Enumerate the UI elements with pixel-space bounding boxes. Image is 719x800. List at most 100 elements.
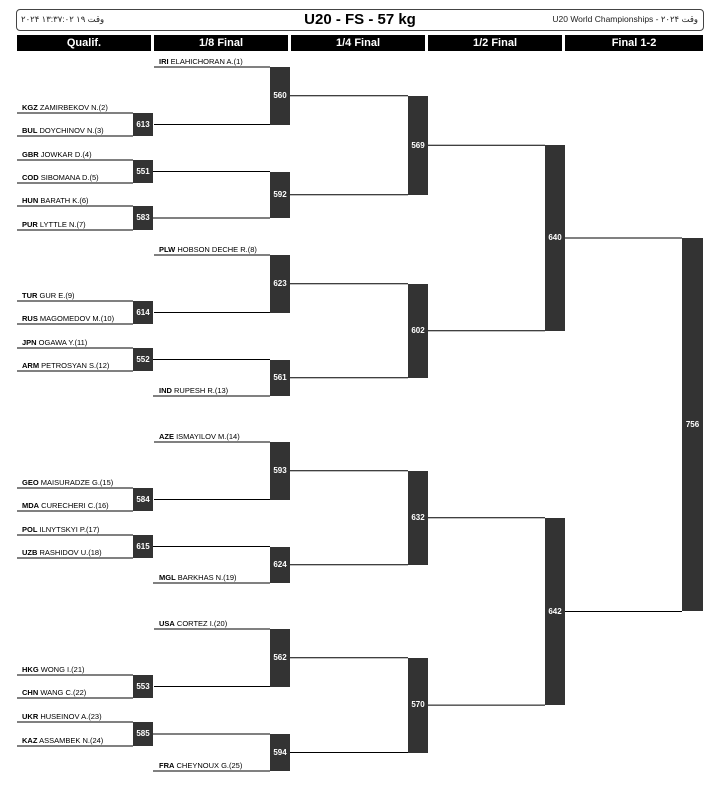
athlete-country: GEO — [22, 478, 39, 487]
athlete-entry: HUN BARATH K.(6) — [22, 196, 89, 205]
athlete-name: ZAMIRBEKOV N.(2) — [37, 103, 108, 112]
athlete-country: KGZ — [22, 103, 38, 112]
athlete-country: COD — [22, 173, 39, 182]
athlete-country: IND — [159, 386, 172, 395]
athlete-entry: JPN OGAWA Y.(11) — [22, 338, 87, 347]
round-header-final: Final 1-2 — [565, 35, 703, 51]
match-number: 583 — [133, 206, 153, 230]
athlete-entry: KGZ ZAMIRBEKOV N.(2) — [22, 103, 108, 112]
athlete-entry: GBR JOWKAR D.(4) — [22, 150, 92, 159]
athlete-entry: MGL BARKHAS N.(19) — [159, 573, 237, 582]
match-number: 562 — [270, 629, 290, 687]
athlete-name: RASHIDOV U.(18) — [37, 548, 102, 557]
event-header: وقت ۱۹ ۱۳:۳۷:۰۲ ۲۰۲۴ U20 - FS - 57 kg U2… — [16, 9, 704, 31]
athlete-entry: KAZ ASSAMBEK N.(24) — [22, 736, 103, 745]
athlete-name: CORTEZ I.(20) — [174, 619, 228, 628]
athlete-name: CURECHERI C.(16) — [39, 501, 109, 510]
athlete-country: IRI — [159, 57, 169, 66]
match-number: 756 — [682, 238, 703, 612]
athlete-name: SIBOMANA D.(5) — [38, 173, 99, 182]
athlete-name: MAISURADZE G.(15) — [38, 478, 114, 487]
header-date: وقت ۱۹ ۱۳:۳۷:۰۲ ۲۰۲۴ — [21, 14, 105, 24]
athlete-entry: PLW HOBSON DECHE R.(8) — [159, 245, 257, 254]
athlete-country: BUL — [22, 126, 38, 135]
match-number: 602 — [408, 283, 428, 378]
match-number: 584 — [133, 488, 153, 511]
athlete-name: MAGOMEDOV M.(10) — [37, 314, 115, 323]
athlete-entry: UZB RASHIDOV U.(18) — [22, 548, 102, 557]
match-number: 614 — [133, 301, 153, 324]
athlete-country: RUS — [22, 314, 38, 323]
athlete-country: MDA — [22, 501, 40, 510]
athlete-name: ASSAMBEK N.(24) — [37, 736, 104, 745]
athlete-entry: MDA CURECHERI C.(16) — [22, 501, 109, 510]
header-event-name: U20 World Championships - ۲۰۲۴ وقت — [552, 14, 698, 24]
athlete-country: UKR — [22, 712, 39, 721]
page-title: U20 - FS - 57 kg — [304, 11, 416, 28]
athlete-entry: UKR HUSEINOV A.(23) — [22, 712, 102, 721]
match-number: 552 — [133, 348, 153, 371]
match-number: 570 — [408, 657, 428, 753]
match-number: 551 — [133, 160, 153, 183]
athlete-name: ILNYTSKYI P.(17) — [37, 525, 100, 534]
athlete-name: OGAWA Y.(11) — [36, 338, 88, 347]
athlete-name: ELAHICHORAN A.(1) — [168, 57, 243, 66]
round-header-qualif: Qualif. — [17, 35, 151, 51]
match-number: 569 — [408, 95, 428, 195]
athlete-country: UZB — [22, 548, 38, 557]
athlete-country: ARM — [22, 361, 40, 370]
athlete-country: HKG — [22, 665, 39, 674]
athlete-name: ISMAYILOV M.(14) — [174, 432, 240, 441]
match-number: 632 — [408, 470, 428, 565]
athlete-country: MGL — [159, 573, 176, 582]
match-number: 593 — [270, 442, 290, 500]
athlete-entry: CHN WANG C.(22) — [22, 688, 86, 697]
match-number: 613 — [133, 113, 153, 136]
athlete-entry: TUR GUR E.(9) — [22, 291, 75, 300]
athlete-country: HUN — [22, 196, 39, 205]
athlete-country: PUR — [22, 220, 38, 229]
match-number: 592 — [270, 171, 290, 218]
athlete-entry: ARM PETROSYAN S.(12) — [22, 361, 109, 370]
round-header-quarter: 1/4 Final — [291, 35, 425, 51]
match-number: 640 — [545, 145, 565, 331]
round-header-semi: 1/2 Final — [428, 35, 562, 51]
athlete-entry: IND RUPESH R.(13) — [159, 386, 228, 395]
athlete-entry: PUR LYTTLE N.(7) — [22, 220, 86, 229]
match-number: 624 — [270, 546, 290, 583]
match-number: 594 — [270, 734, 290, 771]
athlete-name: CHEYNOUX G.(25) — [174, 761, 243, 770]
athlete-entry: USA CORTEZ I.(20) — [159, 619, 227, 628]
athlete-name: HOBSON DECHE R.(8) — [175, 245, 257, 254]
athlete-country: AZE — [159, 432, 174, 441]
athlete-name: PETROSYAN S.(12) — [39, 361, 110, 370]
athlete-entry: AZE ISMAYILOV M.(14) — [159, 432, 240, 441]
athlete-name: LYTTLE N.(7) — [37, 220, 86, 229]
athlete-name: BARKHAS N.(19) — [175, 573, 237, 582]
match-number: 585 — [133, 722, 153, 746]
match-number: 560 — [270, 67, 290, 125]
athlete-name: DOYCHINOV N.(3) — [37, 126, 104, 135]
athlete-country: KAZ — [22, 736, 38, 745]
match-number: 561 — [270, 359, 290, 396]
athlete-name: RUPESH R.(13) — [171, 386, 229, 395]
match-number: 623 — [270, 255, 290, 313]
round-header-eighth: 1/8 Final — [154, 35, 288, 51]
athlete-entry: HKG WONG I.(21) — [22, 665, 85, 674]
match-number: 642 — [545, 517, 565, 706]
athlete-entry: IRI ELAHICHORAN A.(1) — [159, 57, 243, 66]
athlete-entry: POL ILNYTSKYI P.(17) — [22, 525, 99, 534]
athlete-country: FRA — [159, 761, 175, 770]
athlete-entry: GEO MAISURADZE G.(15) — [22, 478, 113, 487]
athlete-country: GBR — [22, 150, 39, 159]
athlete-name: JOWKAR D.(4) — [38, 150, 92, 159]
athlete-entry: FRA CHEYNOUX G.(25) — [159, 761, 242, 770]
athlete-country: PLW — [159, 245, 176, 254]
athlete-country: JPN — [22, 338, 37, 347]
athlete-entry: RUS MAGOMEDOV M.(10) — [22, 314, 114, 323]
match-number: 615 — [133, 535, 153, 558]
athlete-country: CHN — [22, 688, 39, 697]
athlete-country: TUR — [22, 291, 38, 300]
athlete-country: USA — [159, 619, 175, 628]
